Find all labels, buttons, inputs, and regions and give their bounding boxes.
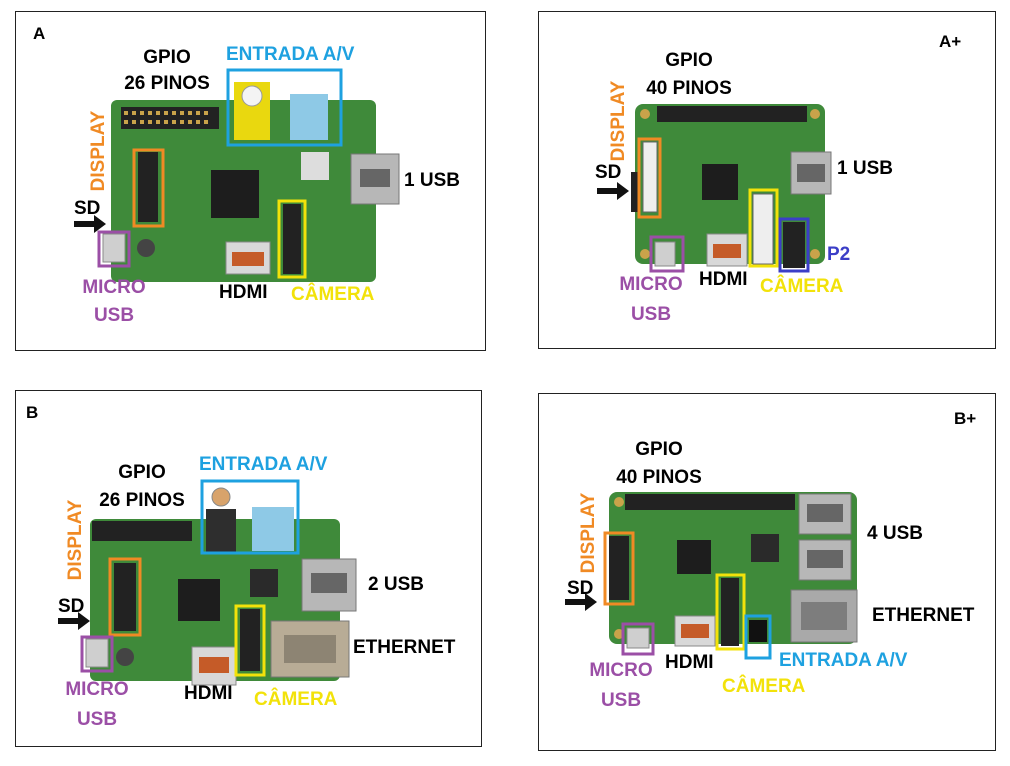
hdmi-label: HDMI [699,269,748,291]
micro-usb-label-line1: MICRO [611,274,691,296]
sd-label: SD [74,198,100,220]
panel-model-bplus: B+ GPIO 40 PINOS DISPLAY 4 USB ETHERNET … [538,393,996,751]
ethernet-label: ETHERNET [353,637,455,659]
board-b-gpio-header [92,521,192,541]
usb-count-label: 1 USB [404,170,460,192]
sd-label: SD [58,596,84,618]
gpio-label-line1: GPIO [639,50,739,72]
gpio-label-line1: GPIO [86,462,198,484]
panel-letter: A [33,24,45,44]
display-label: DISPLAY [65,495,87,585]
hdmi-label: HDMI [184,683,233,705]
ethernet-label: ETHERNET [872,605,974,627]
board-a-gpio-header [121,107,219,129]
micro-usb-label: MICRO USB [74,277,154,327]
panel-letter: B+ [954,409,976,429]
display-label: DISPLAY [88,106,110,196]
panel-letter: A+ [939,32,961,52]
micro-usb-label-line2: USB [57,709,137,731]
board-aplus-gpio-header [657,106,807,122]
sd-label: SD [567,578,593,600]
p2-label: P2 [827,244,850,266]
micro-usb-label-line2: USB [581,690,661,712]
av-label: ENTRADA A/V [226,44,354,66]
usb-count-label: 4 USB [867,523,923,545]
gpio-label-line1: GPIO [111,47,223,69]
micro-usb-label-line1: MICRO [74,277,154,299]
display-label: DISPLAY [578,488,600,578]
micro-usb-label-line1: MICRO [581,660,661,682]
board-a-audio-jack [290,94,328,140]
camera-label: CÂMERA [760,276,843,298]
sd-label: SD [595,162,621,184]
panel-model-b: B GPIO 26 PINOS ENTRADA A/V DISPLAY 2 US… [15,390,482,747]
panel-model-a: A GPIO 26 PINOS ENTRADA A/V DISPLAY 1 US… [15,11,486,351]
usb-count-label: 1 USB [837,158,893,180]
hdmi-label: HDMI [219,282,268,304]
gpio-label-line2: 40 PINOS [639,78,739,100]
gpio-label-line2: 26 PINOS [111,73,223,95]
camera-label: CÂMERA [291,284,374,306]
gpio-label: GPIO 26 PINOS [111,47,223,95]
board-bplus-gpio-header [625,494,795,510]
gpio-label: GPIO 40 PINOS [639,50,739,100]
gpio-label: GPIO 26 PINOS [86,462,198,512]
display-label: DISPLAY [608,76,630,166]
board-bplus-soc [677,540,711,574]
micro-usb-label: MICRO USB [581,660,661,712]
av-label: ENTRADA A/V [779,650,907,672]
board-a-soc [211,170,259,218]
gpio-label-line2: 26 PINOS [86,490,198,512]
panel-letter: B [26,403,38,423]
camera-label: CÂMERA [254,689,337,711]
av-label: ENTRADA A/V [199,454,327,476]
panel-model-aplus: A+ GPIO 40 PINOS DISPLAY 1 USB SD MICRO … [538,11,996,349]
usb-count-label: 2 USB [368,574,424,596]
board-b-soc [178,579,220,621]
gpio-label-line1: GPIO [609,439,709,461]
micro-usb-label-line1: MICRO [57,679,137,701]
micro-usb-label: MICRO USB [57,679,137,731]
micro-usb-label: MICRO USB [611,274,691,326]
board-aplus-soc [702,164,738,200]
micro-usb-label-line2: USB [611,304,691,326]
board-b-rca-jack [206,509,236,553]
sd-arrow-icon [597,182,629,200]
gpio-label: GPIO 40 PINOS [609,439,709,489]
micro-usb-label-line2: USB [74,305,154,327]
hdmi-label: HDMI [665,652,714,674]
gpio-label-line2: 40 PINOS [609,467,709,489]
camera-label: CÂMERA [722,676,805,698]
board-b-audio-jack [252,507,294,551]
